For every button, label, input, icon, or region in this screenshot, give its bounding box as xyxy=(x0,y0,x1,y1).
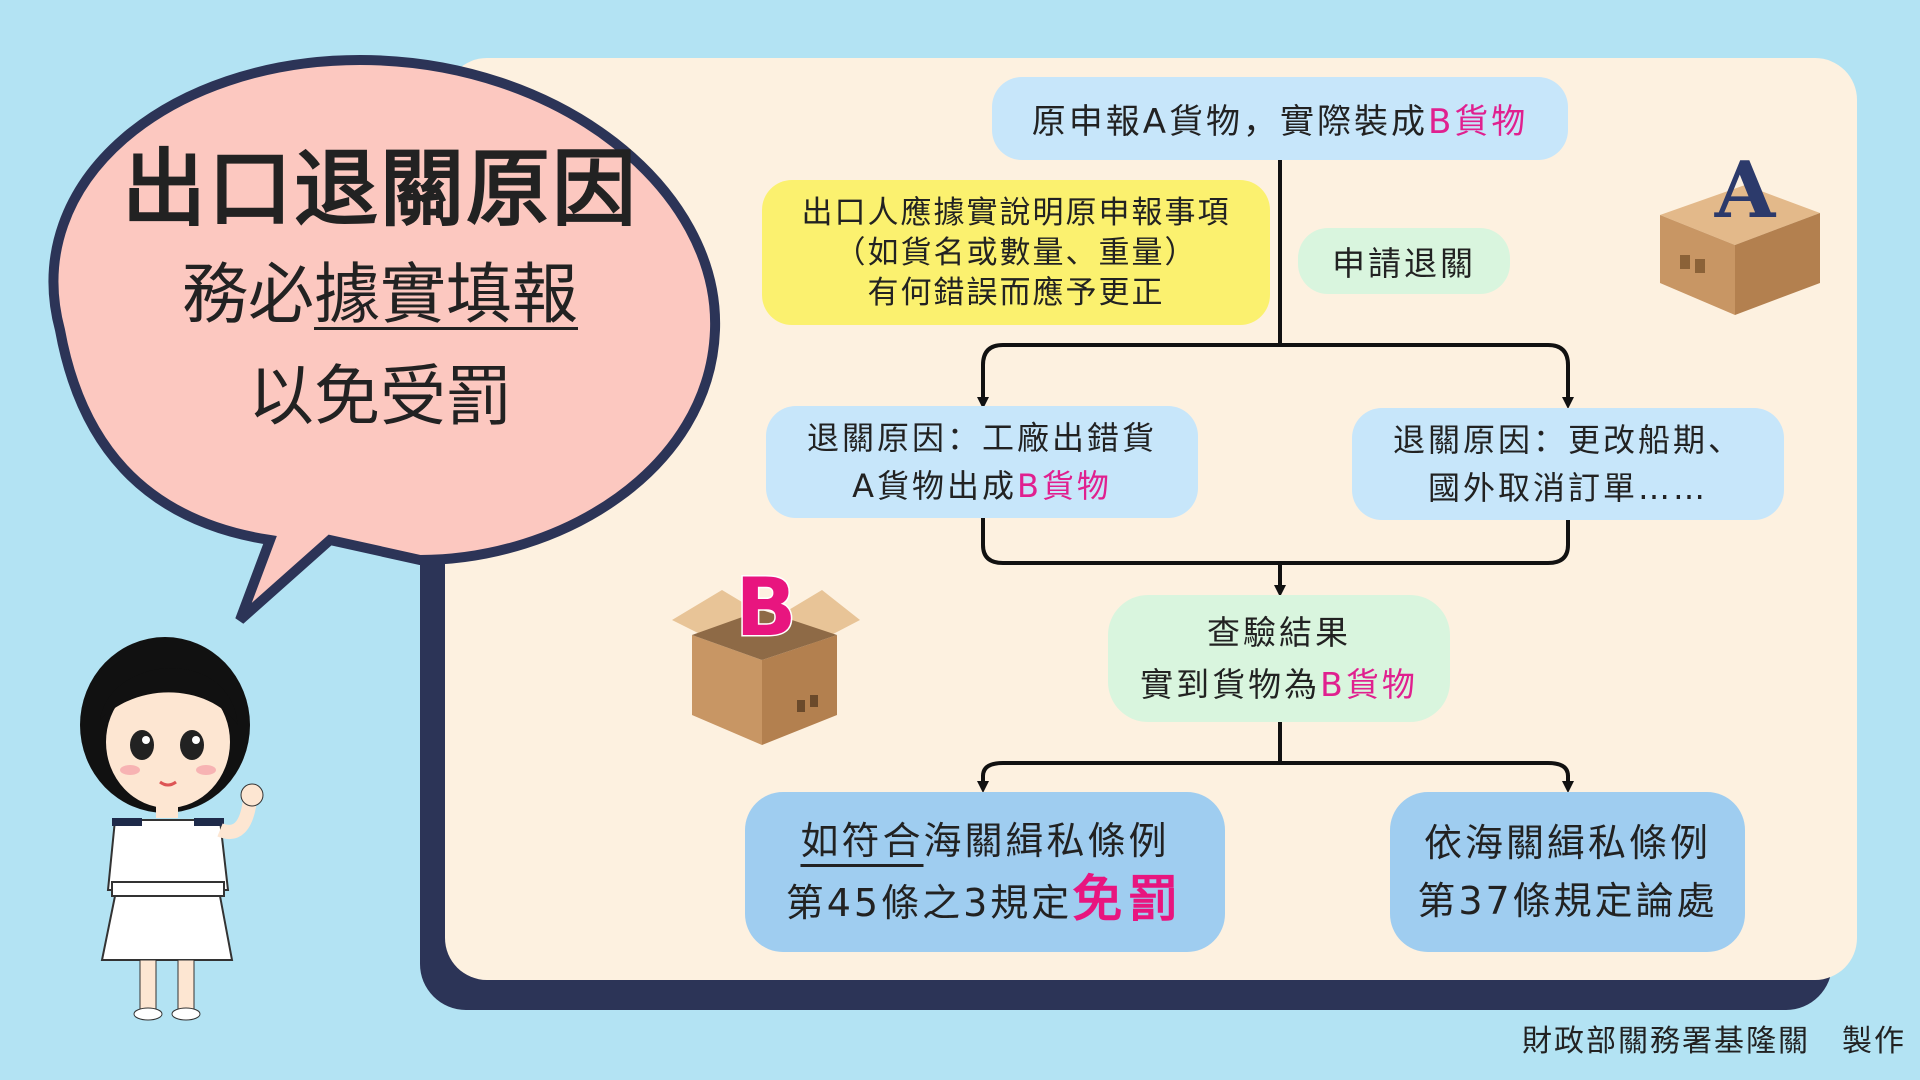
bubble-text: 出口退關原因 務必據實填報 以免受罰 xyxy=(95,135,665,447)
inspection-result-box: 查驗結果 實到貨物為B貨物 xyxy=(1108,595,1450,722)
declared-goods-box: 原申報A貨物，實際裝成B貨物 xyxy=(992,77,1568,160)
bubble-line-2: 務必據實填報 xyxy=(95,243,665,347)
reason-schedule-change-box: 退關原因：更改船期、 國外取消訂單…… xyxy=(1352,408,1784,520)
correction-note-line-2: （如貨名或數量、重量） xyxy=(834,234,1198,271)
outcome-exempt-box: 如符合海關緝私條例 第45條之3規定免罰 xyxy=(745,792,1225,952)
reason-factory-error-box: 退關原因：工廠出錯貨 A貨物出成B貨物 xyxy=(766,406,1198,518)
reason-factory-error-b-letter: B xyxy=(1016,467,1042,505)
bubble-line-3: 以免受罰 xyxy=(248,358,512,435)
outcome-exempt-act: 海關緝私條例 xyxy=(923,819,1170,863)
inspection-result-line-1: 查驗結果 xyxy=(1207,612,1351,652)
bubble-line-2-underlined: 據實填報 xyxy=(314,256,578,333)
outcome-exempt-condition: 如符合 xyxy=(800,819,924,863)
inspection-result-b-letter: B xyxy=(1320,664,1346,704)
correction-note-box: 出口人應據實說明原申報事項 （如貨名或數量、重量） 有何錯誤而應予更正 xyxy=(762,180,1270,325)
package-b-icon: B xyxy=(672,565,860,745)
declared-goods-b-suffix: 貨物 xyxy=(1454,102,1529,142)
reason-schedule-change-line-2: 國外取消訂單…… xyxy=(1427,469,1708,507)
correction-note-line-1: 出口人應據實說明原申報事項 xyxy=(801,194,1231,231)
apply-withdrawal-box: 申請退關 xyxy=(1298,228,1510,294)
bubble-title: 出口退關原因 xyxy=(121,140,638,238)
inspection-result-b-suffix: 貨物 xyxy=(1345,664,1418,704)
declared-goods-b-letter: B xyxy=(1427,102,1455,142)
outcome-penalty-line-1: 依海關緝私條例 xyxy=(1423,821,1711,865)
apply-withdrawal-label: 申請退關 xyxy=(1332,244,1476,283)
outcome-exempt-article: 第45條之3規定 xyxy=(785,881,1073,925)
outcome-penalty-line-2: 第37條規定論處 xyxy=(1417,879,1718,923)
bubble-line-2-plain: 務必 xyxy=(182,256,314,333)
declared-goods-text: 原申報A貨物，實際裝成 xyxy=(1031,102,1428,142)
speech-bubble xyxy=(48,54,721,624)
inspection-result-line-2: 實到貨物為 xyxy=(1140,664,1321,704)
credit-text: 財政部關務署基隆關 製作 xyxy=(1522,1024,1906,1059)
package-a-icon: A xyxy=(1660,155,1820,315)
customs-officer-character xyxy=(80,637,264,1021)
reason-schedule-change-line-1: 退關原因：更改船期、 xyxy=(1392,421,1743,459)
reason-factory-error-line-2: A貨物出成 xyxy=(852,467,1017,505)
correction-note-line-3: 有何錯誤而應予更正 xyxy=(867,274,1165,311)
reason-factory-error-line-1: 退關原因：工廠出錯貨 xyxy=(806,419,1157,457)
package-b-letter: B xyxy=(736,565,797,654)
outcome-exempt-emphasis: 免罰 xyxy=(1072,870,1185,928)
reason-factory-error-b-suffix: 貨物 xyxy=(1041,467,1112,505)
outcome-penalty-box: 依海關緝私條例 第37條規定論處 xyxy=(1390,792,1745,952)
package-a-letter: A xyxy=(1714,155,1777,236)
